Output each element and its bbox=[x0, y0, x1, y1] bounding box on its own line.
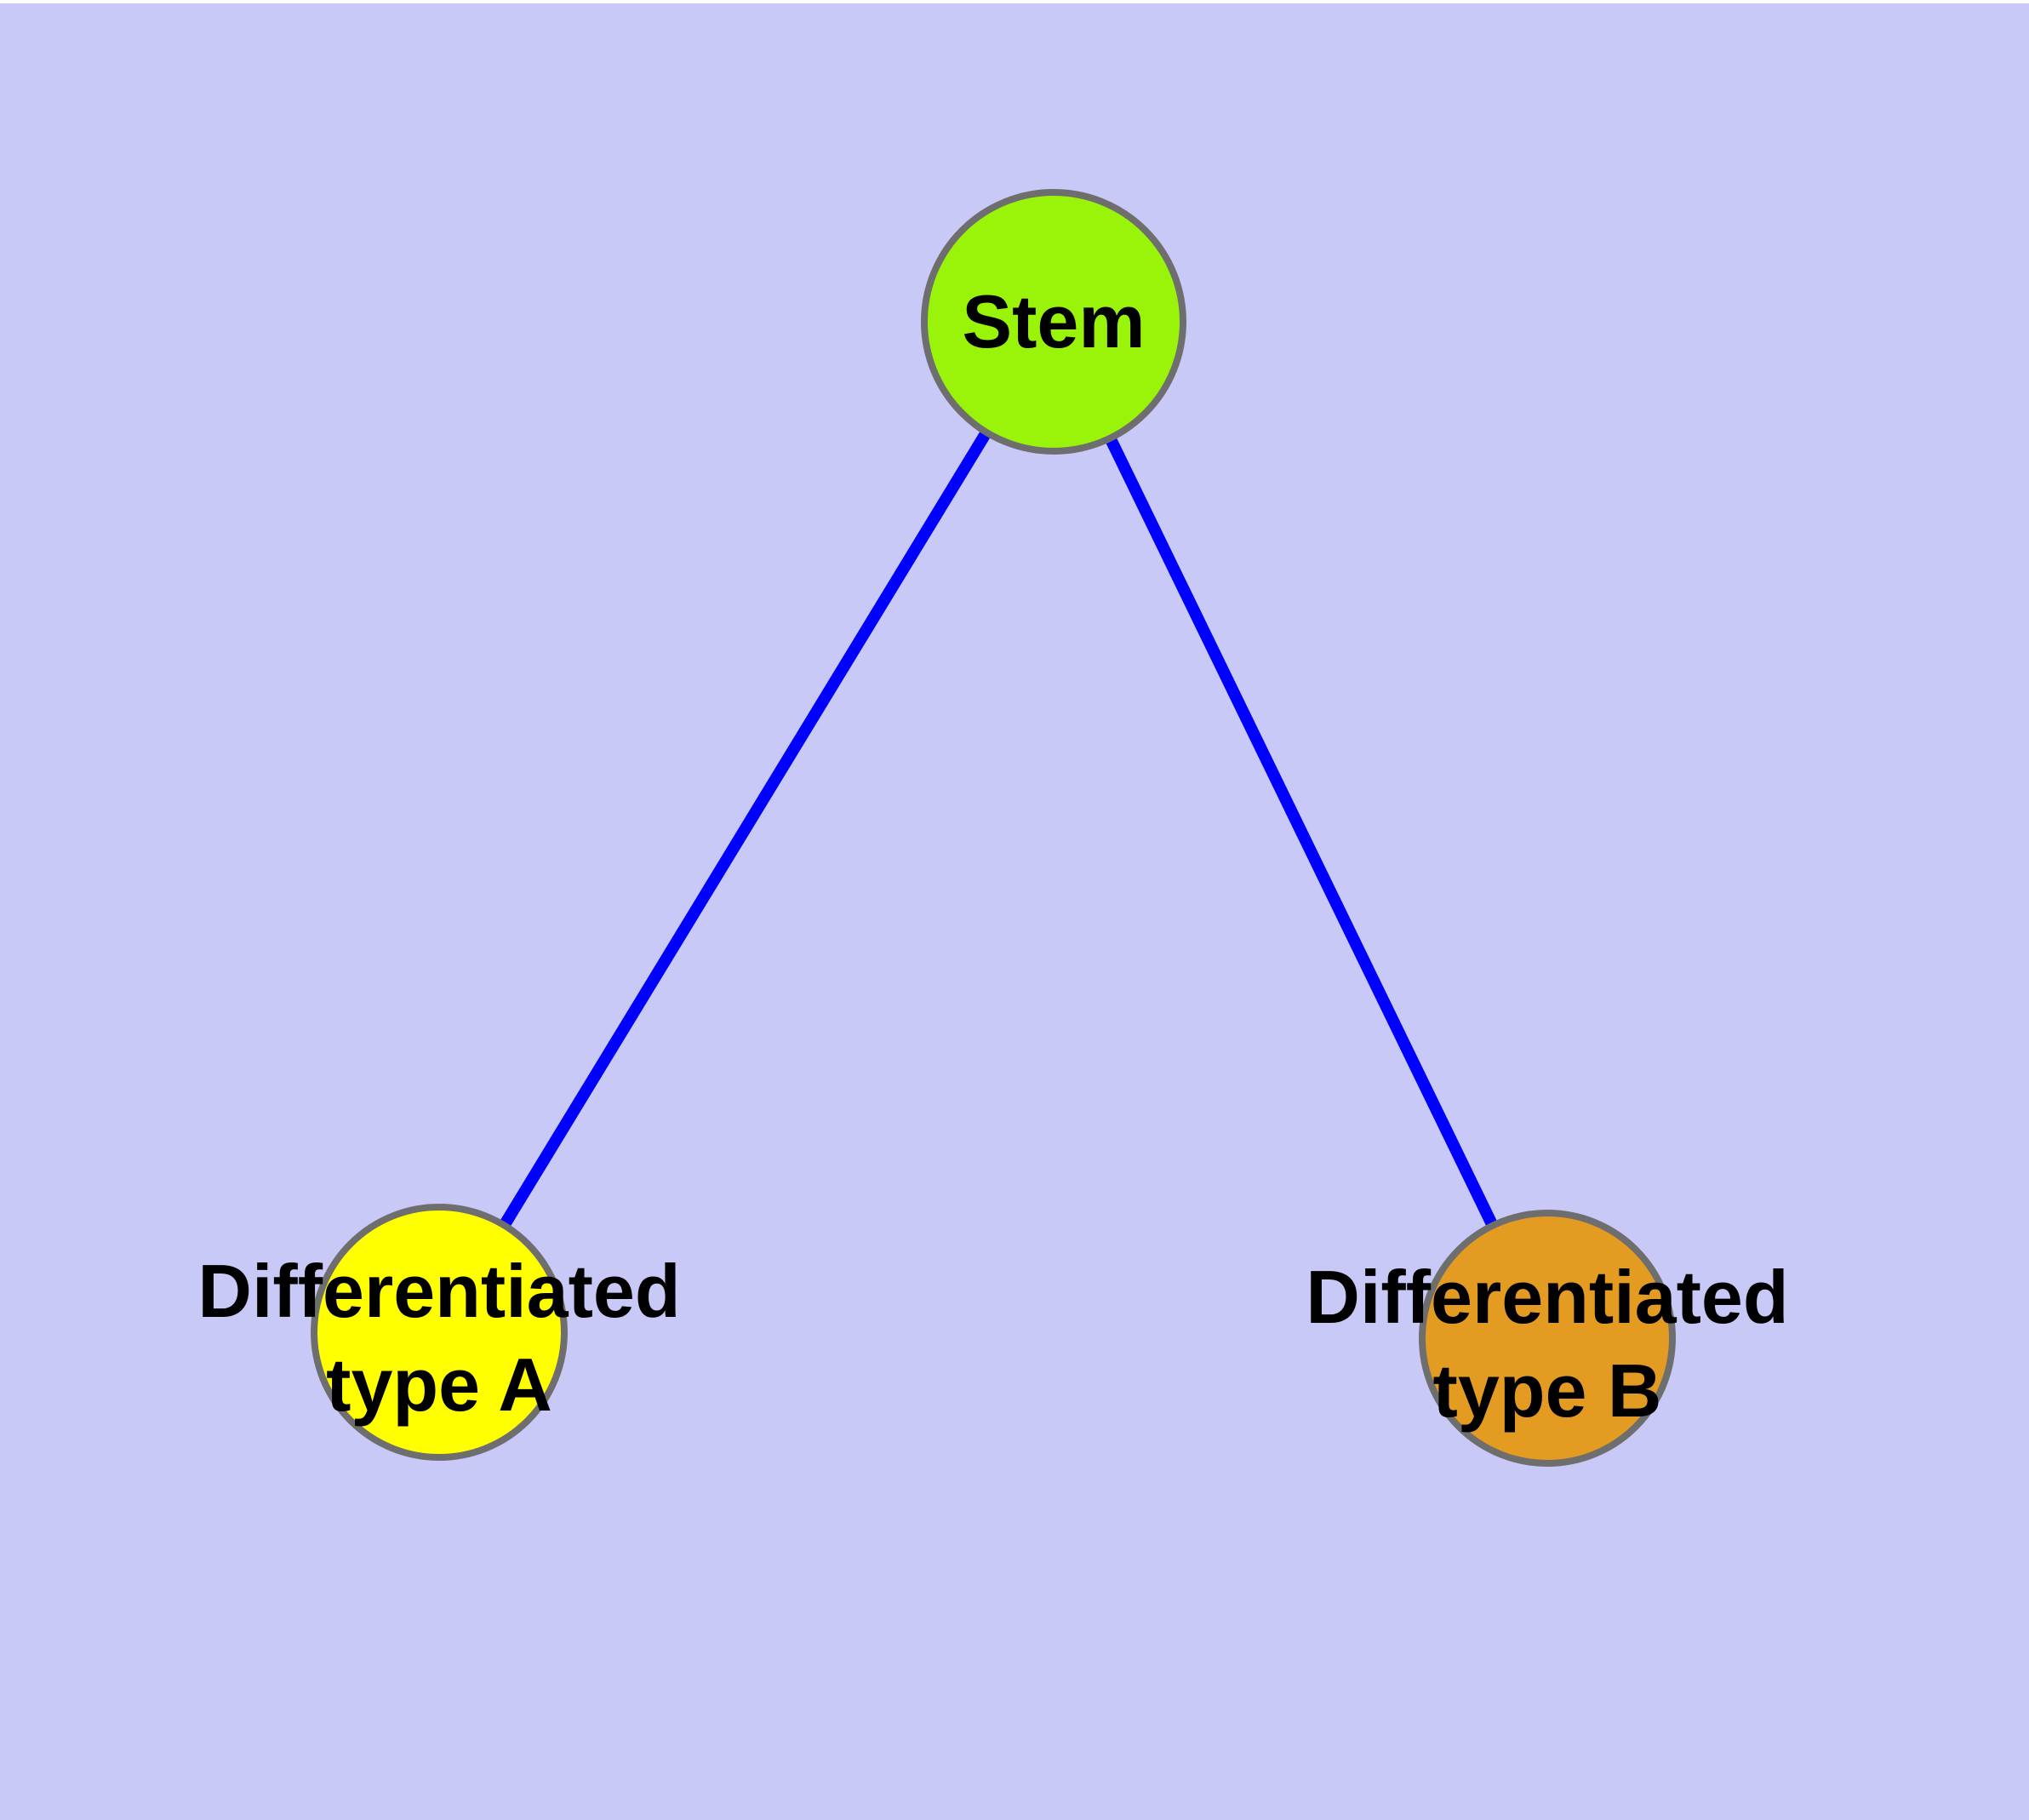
node-type-a-label-line2: type A bbox=[326, 1342, 552, 1427]
edge-stem-to-type-b bbox=[1048, 318, 1553, 1342]
node-stem bbox=[921, 189, 1186, 455]
node-type-b-label-line1: Differentiated bbox=[1306, 1255, 1788, 1339]
node-type-a-label-line1: Differentiated bbox=[197, 1249, 680, 1333]
top-white-strip bbox=[0, 0, 2029, 3]
node-stem-label: Stem bbox=[962, 279, 1145, 363]
node-type-a bbox=[311, 1204, 568, 1461]
node-type-b-label-line2: type B bbox=[1433, 1348, 1662, 1433]
node-type-b bbox=[1419, 1210, 1676, 1467]
edge-stem-to-type-a bbox=[434, 318, 1059, 1336]
